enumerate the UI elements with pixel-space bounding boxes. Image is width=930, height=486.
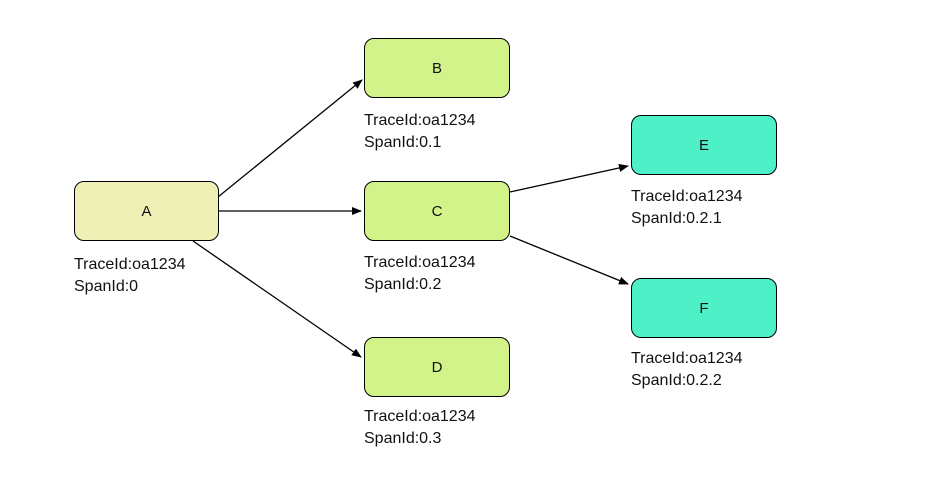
node-f-caption: TraceId:oa1234 SpanId:0.2.2 [631, 348, 742, 392]
node-d-span-id: SpanId:0.3 [364, 430, 442, 447]
node-a-trace-id: TraceId:oa1234 [74, 256, 186, 273]
node-d-trace-id: TraceId:oa1234 [364, 408, 476, 425]
node-e-span-id: SpanId:0.2.1 [631, 210, 722, 227]
node-b: B [364, 38, 510, 98]
node-c-label: C [431, 202, 443, 220]
node-d-label: D [431, 358, 443, 376]
node-f-span-id: SpanId:0.2.2 [631, 372, 722, 389]
node-e-caption: TraceId:oa1234 SpanId:0.2.1 [631, 186, 742, 230]
node-f: F [631, 278, 777, 338]
node-b-trace-id: TraceId:oa1234 [364, 112, 476, 129]
node-a-span-id: SpanId:0 [74, 278, 139, 295]
node-c-trace-id: TraceId:oa1234 [364, 254, 476, 271]
node-e-label: E [698, 136, 709, 154]
node-b-label: B [431, 59, 442, 77]
node-b-caption: TraceId:oa1234 SpanId:0.1 [364, 110, 475, 154]
node-b-span-id: SpanId:0.1 [364, 134, 442, 151]
node-e: E [631, 115, 777, 175]
node-c-caption: TraceId:oa1234 SpanId:0.2 [364, 252, 475, 296]
node-e-trace-id: TraceId:oa1234 [631, 188, 743, 205]
node-c-span-id: SpanId:0.2 [364, 276, 442, 293]
node-a-label: A [141, 202, 152, 220]
node-a: A [74, 181, 219, 241]
edge-a-to-b [217, 79, 363, 198]
edge-c-to-f [509, 235, 629, 285]
node-f-label: F [699, 299, 709, 317]
edge-c-to-e [509, 164, 629, 193]
node-f-trace-id: TraceId:oa1234 [631, 350, 743, 367]
node-c: C [364, 181, 510, 241]
edge-a-to-d [192, 240, 362, 358]
node-a-caption: TraceId:oa1234 SpanId:0 [74, 254, 185, 298]
node-d: D [364, 337, 510, 397]
node-d-caption: TraceId:oa1234 SpanId:0.3 [364, 406, 475, 450]
